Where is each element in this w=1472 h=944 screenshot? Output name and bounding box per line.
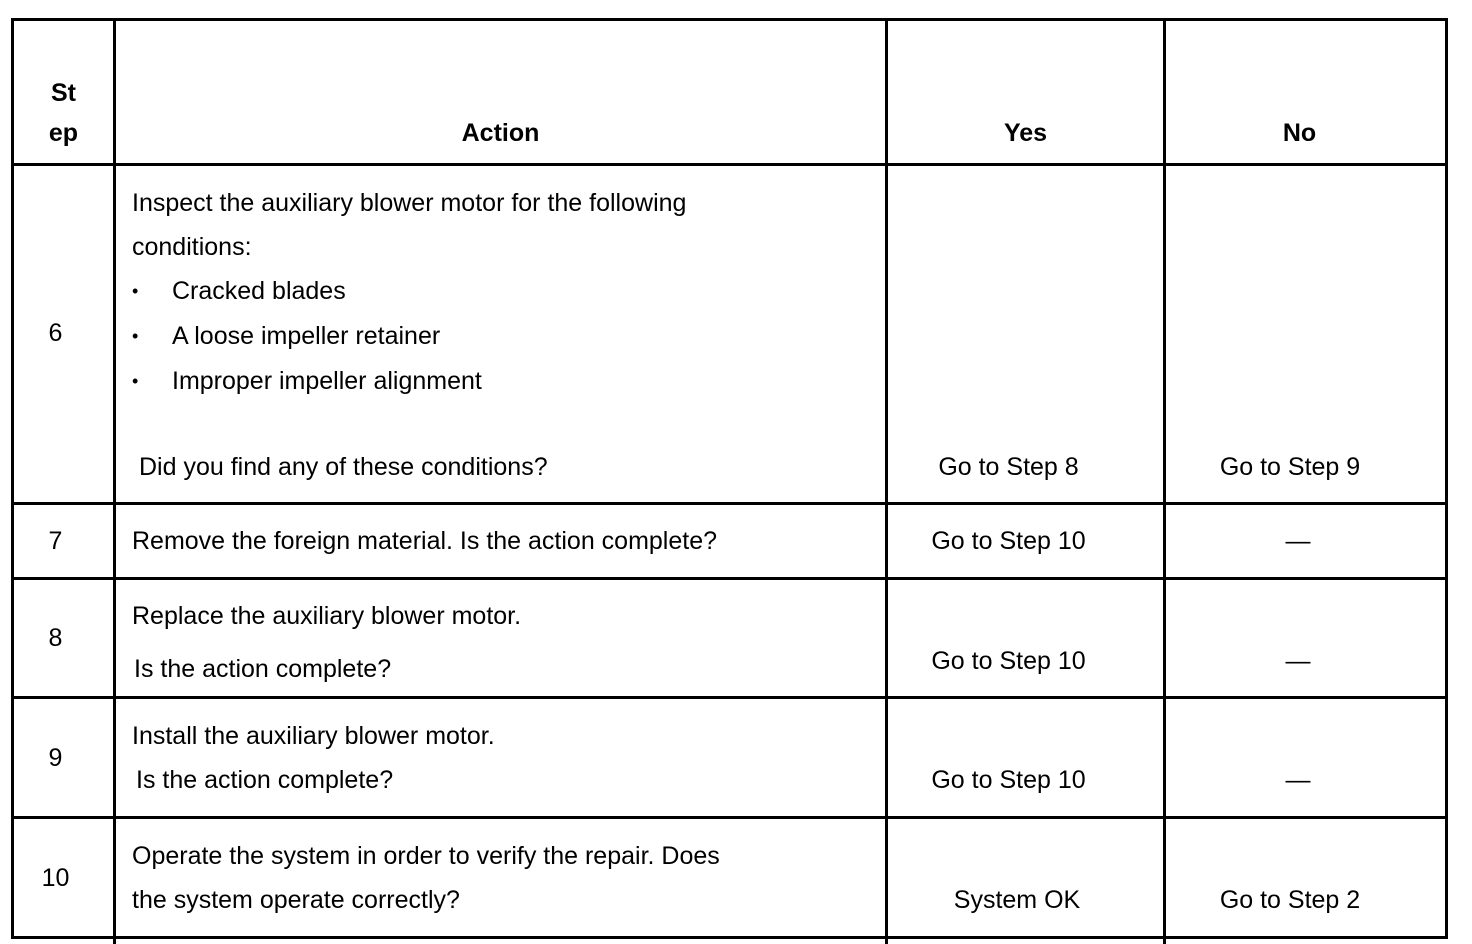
condition-text: Improper impeller alignment [172, 367, 482, 395]
action-text: conditions: [132, 233, 252, 261]
row-divider [11, 816, 1448, 819]
bullet-icon: • [132, 371, 139, 391]
column-divider [885, 18, 888, 944]
no-result: — [1285, 647, 1311, 675]
action-text: Operate the system in order to verify th… [132, 842, 720, 870]
bullet-icon: • [132, 281, 139, 301]
yes-result: System OK [953, 886, 1081, 914]
table-top-border [11, 18, 1448, 21]
row-divider [11, 696, 1448, 699]
action-text: Remove the foreign material. Is the acti… [132, 527, 718, 555]
step-number: 7 [48, 527, 63, 555]
question-text: Is the action complete? [134, 655, 392, 683]
bullet-icon: • [132, 326, 139, 346]
header-yes: Yes [1003, 119, 1048, 147]
row-divider [11, 577, 1448, 580]
header-step: St ep [14, 78, 113, 148]
step-number: 9 [48, 744, 63, 772]
question-text: Did you find any of these conditions? [139, 453, 548, 481]
action-text: Replace the auxiliary blower motor. [132, 602, 522, 630]
column-divider [113, 18, 116, 944]
question-text: Is the action complete? [136, 766, 394, 794]
no-result: — [1285, 527, 1311, 555]
no-result: Go to Step 9 [1219, 453, 1361, 481]
action-text: Inspect the auxiliary blower motor for t… [132, 189, 687, 217]
header-action: Action [461, 119, 540, 147]
question-text: the system operate correctly? [132, 886, 460, 914]
header-step-line2: ep [48, 119, 79, 147]
yes-result: Go to Step 8 [938, 453, 1079, 481]
table-left-border [11, 18, 14, 939]
header-no: No [1282, 119, 1317, 147]
step-number: 6 [48, 319, 63, 347]
step-number: 10 [41, 864, 70, 892]
condition-text: A loose impeller retainer [172, 322, 441, 350]
table-bottom-border [11, 936, 1448, 939]
no-result: — [1285, 766, 1311, 794]
header-step-line1: St [51, 79, 76, 107]
row-divider [11, 502, 1448, 505]
no-result: Go to Step 2 [1219, 886, 1361, 914]
yes-result: Go to Step 10 [931, 766, 1086, 794]
step-number: 8 [48, 624, 63, 652]
header-bottom-border [11, 163, 1448, 166]
table-right-border [1445, 18, 1448, 939]
yes-result: Go to Step 10 [931, 647, 1086, 675]
column-divider [1163, 18, 1166, 944]
condition-text: Cracked blades [172, 277, 346, 305]
yes-result: Go to Step 10 [931, 527, 1086, 555]
action-text: Install the auxiliary blower motor. [132, 722, 495, 750]
